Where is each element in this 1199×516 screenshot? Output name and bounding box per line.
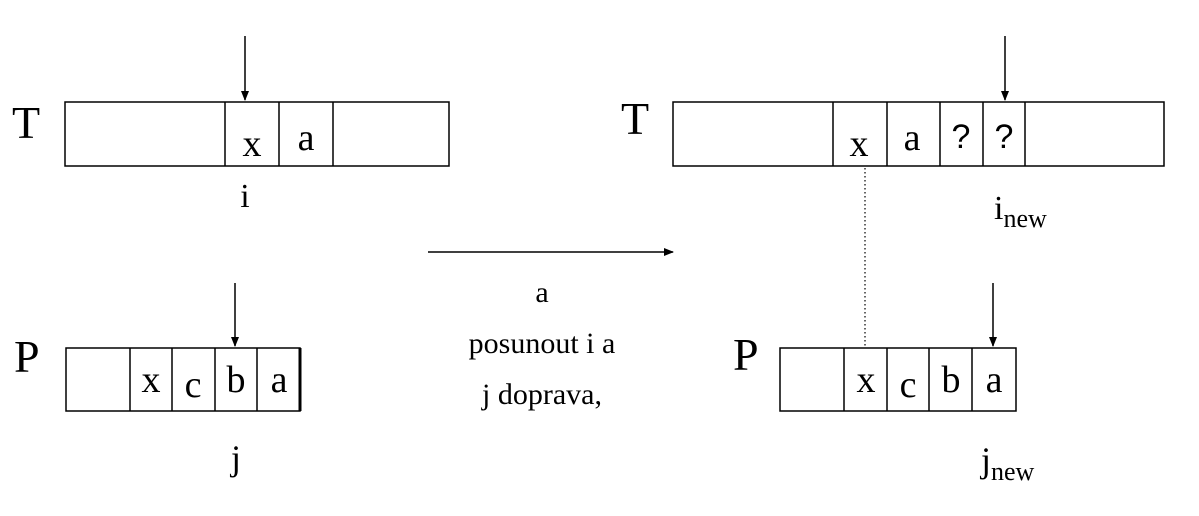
left-pattern-array: x c b a [65, 347, 302, 412]
right-pattern-index-sub: new [991, 457, 1035, 486]
right-pattern-cell: x [857, 359, 876, 401]
left-pattern-label: P [14, 331, 40, 382]
right-text-cell: ? [995, 118, 1014, 156]
left-pattern-cell: a [271, 359, 288, 401]
right-text-cell: ? [952, 118, 971, 156]
left-text-cell: x [243, 123, 262, 165]
right-pattern-cell: a [986, 359, 1003, 401]
right-text-frame [672, 101, 1165, 167]
left-text-index: i [240, 178, 249, 215]
right-pattern-label: P [733, 329, 759, 380]
right-text-index-sub: new [1003, 204, 1047, 233]
left-text-array: x a [64, 101, 450, 167]
left-pattern-frame [65, 347, 301, 412]
right-text-label: T [621, 93, 649, 144]
right-pattern-array: x c b a [779, 347, 1017, 412]
right-pattern-index: jnew [979, 440, 1035, 486]
transition-caption-line2: posunout i a [469, 327, 616, 360]
right-pattern-cell: c [900, 364, 917, 406]
left-text-label: T [12, 97, 40, 148]
left-pattern-cell: x [142, 359, 161, 401]
transition-caption-line1: a [535, 276, 548, 309]
left-text-cell: a [298, 117, 315, 159]
right-text-index: inew [994, 190, 1047, 233]
transition-caption-line3: j doprava, [481, 378, 602, 411]
right-pattern-index-base: j [979, 440, 991, 480]
right-text-cell: a [904, 117, 921, 159]
left-pattern-index: j [229, 438, 241, 478]
left-pattern-cell: b [227, 359, 246, 401]
right-text-index-base: i [994, 190, 1003, 227]
right-text-cell: x [850, 123, 869, 165]
right-text-array: x a ? ? [672, 101, 1165, 167]
right-pattern-frame [779, 347, 1017, 412]
left-pattern-cell: c [185, 364, 202, 406]
left-text-frame [64, 101, 450, 167]
right-pattern-cell: b [942, 359, 961, 401]
